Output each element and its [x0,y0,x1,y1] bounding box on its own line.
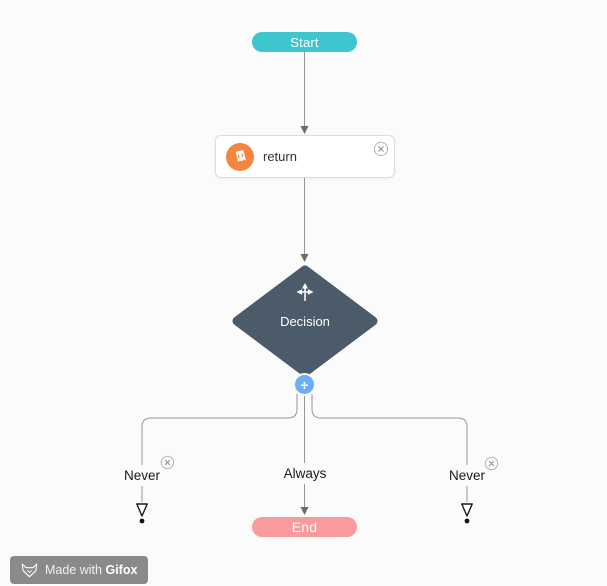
close-icon [373,141,389,157]
plus-icon: + [300,376,309,393]
decision-diamond-shape [232,265,378,377]
endpoint-arrow-icon [136,503,148,524]
end-node-label: End [291,519,318,535]
script-node-label: return [263,149,297,164]
endpoint-arrow-icon [461,503,473,524]
gifox-watermark: Made with Gifox [10,556,149,584]
branch-label-never-left[interactable]: Never [118,465,166,486]
watermark-brand: Gifox [105,563,138,577]
node-end[interactable]: End [252,517,357,537]
remove-branch-right-button[interactable] [484,456,500,472]
connection-endpoint-right[interactable] [460,502,474,524]
add-branch-button[interactable]: + [295,375,314,394]
remove-script-node-button[interactable] [373,141,389,157]
start-node-label: Start [290,34,319,50]
node-script-return[interactable]: return [215,135,395,178]
decision-node-label: Decision [280,314,330,329]
connection-endpoint-left[interactable] [135,502,149,524]
node-start[interactable]: Start [252,32,357,52]
node-decision[interactable]: Decision [232,265,378,377]
script-scroll-icon [226,142,254,171]
fox-icon [21,563,38,577]
watermark-text: Made with Gifox [45,563,138,577]
split-arrows-icon [294,281,316,303]
close-icon [484,456,499,471]
remove-branch-left-button[interactable] [160,455,176,471]
close-icon [160,455,175,470]
branch-label-never-right[interactable]: Never [443,465,491,486]
branch-label-always[interactable]: Always [278,463,332,484]
